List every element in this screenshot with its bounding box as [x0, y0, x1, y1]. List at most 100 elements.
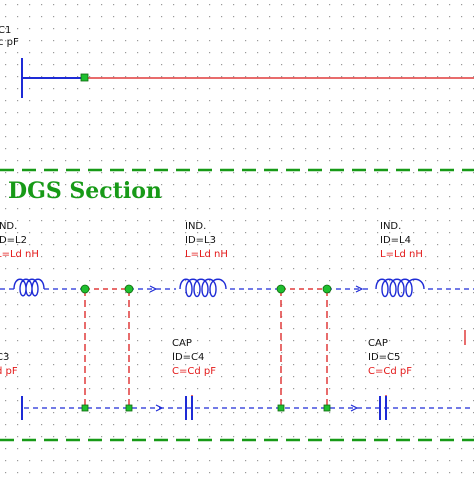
grid-dot	[389, 232, 391, 234]
grid-dot	[341, 136, 343, 138]
grid-dot	[173, 76, 175, 78]
grid-dot	[245, 136, 247, 138]
grid-dot	[365, 268, 367, 270]
grid-dot	[233, 244, 235, 246]
grid-dot	[329, 256, 331, 258]
grid-dot	[269, 88, 271, 90]
grid-dot	[293, 340, 295, 342]
grid-dot	[77, 4, 79, 6]
grid-dot	[101, 64, 103, 66]
grid-dot	[389, 388, 391, 390]
grid-dot	[101, 256, 103, 258]
ground-nodes[interactable]	[81, 404, 331, 412]
grid-dot	[401, 208, 403, 210]
grid-dot	[341, 412, 343, 414]
grid-dot	[413, 40, 415, 42]
grid-dot	[365, 424, 367, 426]
grid-dot	[221, 16, 223, 18]
c5-type-label: CAP	[368, 338, 388, 349]
grid-dot	[221, 292, 223, 294]
grid-dot	[173, 64, 175, 66]
grid-dot	[377, 28, 379, 30]
grid-dot	[461, 196, 463, 198]
inductor-l4-coil[interactable]	[375, 278, 425, 298]
grid-dot	[77, 316, 79, 318]
grid-dot	[413, 244, 415, 246]
grid-dot	[77, 88, 79, 90]
grid-dot	[161, 148, 163, 150]
grid-dot	[281, 220, 283, 222]
grid-dot	[317, 148, 319, 150]
grid-dot	[5, 100, 7, 102]
c1-node[interactable]	[80, 73, 89, 82]
grid-dot	[125, 76, 127, 78]
grid-dot	[389, 76, 391, 78]
grid-dot	[149, 124, 151, 126]
grid-dot	[461, 232, 463, 234]
grid-dot	[101, 112, 103, 114]
grid-dot	[221, 424, 223, 426]
grid-dot	[89, 148, 91, 150]
grid-dot	[125, 256, 127, 258]
grid-dot	[137, 340, 139, 342]
grid-dot	[5, 376, 7, 378]
series-nodes[interactable]	[80, 284, 332, 294]
grid-dot	[77, 304, 79, 306]
grid-dot	[89, 160, 91, 162]
grid-dot	[305, 460, 307, 462]
grid-dot	[77, 268, 79, 270]
grid-dot	[413, 400, 415, 402]
inductor-l2-coil[interactable]	[13, 278, 45, 297]
grid-dot	[185, 16, 187, 18]
grid-dot	[77, 76, 79, 78]
grid-dot	[41, 256, 43, 258]
grid-dot	[341, 400, 343, 402]
grid-dot	[329, 412, 331, 414]
grid-dot	[425, 40, 427, 42]
grid-dot	[281, 148, 283, 150]
grid-dot	[29, 184, 31, 186]
capacitor-c5[interactable]	[379, 396, 387, 420]
grid-dot	[365, 460, 367, 462]
grid-dot	[53, 40, 55, 42]
grid-dot	[281, 256, 283, 258]
grid-dot	[317, 388, 319, 390]
grid-dot	[101, 208, 103, 210]
grid-dot	[401, 364, 403, 366]
grid-dot	[113, 40, 115, 42]
grid-dot	[449, 280, 451, 282]
grid-dot	[137, 316, 139, 318]
grid-dot	[149, 28, 151, 30]
grid-dot	[29, 52, 31, 54]
grid-dot	[329, 40, 331, 42]
grid-dot	[173, 148, 175, 150]
capacitor-c1[interactable]: C1 c pF	[0, 25, 474, 98]
grid-dot	[377, 268, 379, 270]
grid-dot	[281, 232, 283, 234]
grid-dot	[461, 472, 463, 474]
grid-dot	[341, 40, 343, 42]
grid-dot	[101, 424, 103, 426]
grid-dot	[113, 76, 115, 78]
grid-dot	[245, 256, 247, 258]
grid-dot	[317, 136, 319, 138]
grid-dot	[221, 256, 223, 258]
grid-dot	[101, 88, 103, 90]
grid-dot	[425, 412, 427, 414]
grid-dot	[209, 64, 211, 66]
capacitor-c4[interactable]	[185, 396, 193, 420]
grid-dot	[185, 208, 187, 210]
grid-dot	[317, 460, 319, 462]
grid-dot	[29, 232, 31, 234]
inductor-l3-coil[interactable]	[179, 278, 227, 298]
grid-dot	[449, 112, 451, 114]
grid-dot	[329, 472, 331, 474]
grid-dot	[329, 376, 331, 378]
grid-dot	[317, 376, 319, 378]
grid-dot	[425, 208, 427, 210]
grid-dot	[137, 232, 139, 234]
grid-dot	[329, 232, 331, 234]
grid-dot	[137, 364, 139, 366]
grid-dot	[209, 52, 211, 54]
